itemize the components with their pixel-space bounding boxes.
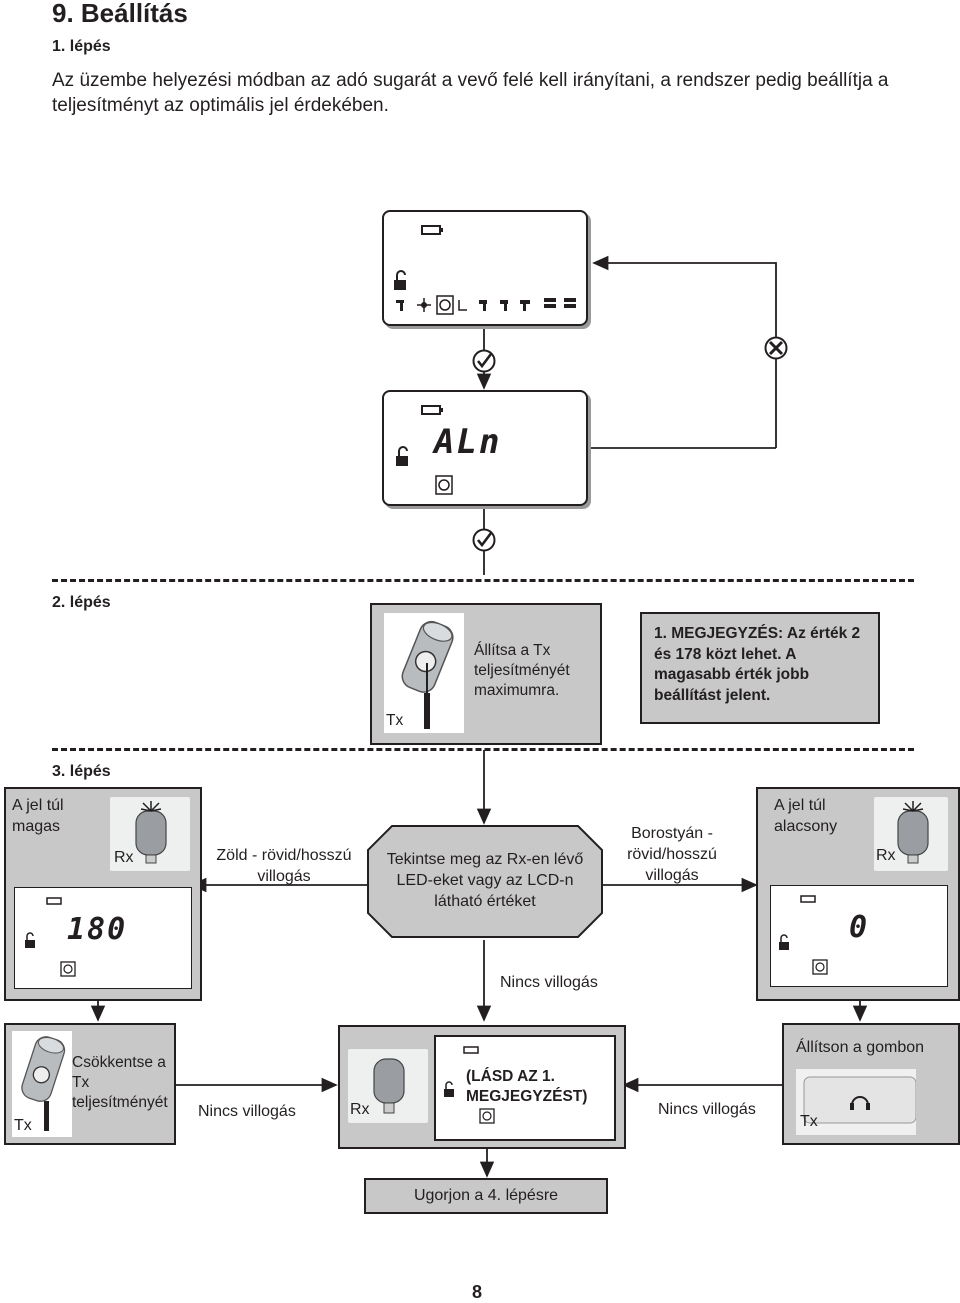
signal-too-high-title: A jel túl magas [12,797,64,835]
tx-device-image: Tx [12,1031,72,1137]
adjust-knob-text: Állítson a gombon [796,1039,925,1056]
signal-too-high-box: A jel túl magas Rx 180 [4,787,202,1001]
step2-instruction-box: Tx Állítsa a Tx teljesítményét maximumra… [370,603,602,745]
lcd-low-icons [779,895,828,975]
lcd-low-value: 0 [849,910,870,945]
tx-label: Tx [386,712,404,729]
no-flash-left-text: Nincs villogás [198,1103,296,1120]
step1-label: 1. lépés [52,38,111,55]
adjust-knob-box: Állítson a gombon Tx [782,1023,960,1145]
rx-device-illustration [135,801,167,864]
lcd-high-screen: 180 [14,887,192,989]
note-box: 1. MEGJEGYZÉS: Az érték 2 és 178 közt le… [640,612,880,724]
lcd-align-value: ALn [434,422,502,462]
lcd-align-icons [396,405,453,495]
lcd-high-icons [25,897,76,977]
section-divider [52,748,914,751]
tx-device-image: Tx [384,613,464,733]
check-circle-icon [472,349,496,373]
tx-label: Tx [800,1113,818,1130]
rx-label: Rx [876,847,896,864]
no-flash-right-text: Nincs villogás [658,1101,756,1118]
tx-knob-illustration [803,1076,916,1124]
lcd-note-screen: (LÁSD AZ 1. MEGJEGYZÉST) [434,1035,616,1141]
tx-knob-image: Tx [796,1069,916,1135]
check-rx-octagon: Tekintse meg az Rx-en lévő LED-eket vagy… [366,824,604,939]
rx-device-image: Rx [348,1049,428,1123]
amber-flash-text: Borostyán - rövid/hosszú villogás [627,825,717,884]
tx-label: Tx [14,1117,32,1134]
section-divider [52,579,914,582]
rx-device-image: Rx [110,797,190,871]
lcd-low-screen: 0 [770,885,948,987]
lcd-menu-screen [382,210,588,326]
intro-paragraph: Az üzembe helyezési módban az adó sugará… [52,70,889,116]
step2-label: 2. lépés [52,594,111,611]
green-flash-text: Zöld - rövid/hosszú villogás [216,847,352,885]
rx-device-illustration [373,1058,405,1114]
step2-instruction-text: Állítsa a Tx teljesítményét maximumra. [474,642,570,699]
signal-too-low-box: A jel túl alacsony Rx 0 [756,787,960,1001]
signal-too-low-title: A jel túl alacsony [774,797,838,835]
tx-device-illustration [21,1036,66,1131]
rx-label: Rx [114,849,134,866]
see-note-text: (LÁSD AZ 1. MEGJEGYZÉST) [466,1068,588,1105]
decrease-tx-text: Csökkentse a Tx teljesítményét [72,1054,168,1111]
lcd-align-screen: ALn [382,390,588,506]
check-circle-icon [472,528,496,552]
page-title: 9. Beállítás [52,0,188,28]
rx-device-illustration [897,801,929,864]
check-rx-text: Tekintse meg az Rx-en lévő LED-eket vagy… [386,851,584,910]
lcd-menu-icons [394,225,576,315]
note-reference-box: Rx (LÁSD AZ 1. MEGJEGYZÉST) [338,1025,626,1149]
cross-circle-icon [764,336,788,360]
lcd-high-value: 180 [67,912,128,947]
tx-device-illustration [384,613,464,733]
rx-label: Rx [350,1101,370,1118]
lcd-note-icons [444,1046,495,1124]
note-text: 1. MEGJEGYZÉS: Az érték 2 és 178 közt le… [654,625,861,704]
step3-label: 3. lépés [52,763,111,780]
octagon-shape [367,825,603,938]
rx-device-image: Rx [874,797,948,871]
jump-step4-text: Ugorjon a 4. lépésre [413,1187,559,1204]
no-flash-center-text: Nincs villogás [500,974,598,991]
page-number: 8 [472,1282,483,1302]
decrease-tx-box: Tx Csökkentse a Tx teljesítményét [4,1023,176,1145]
jump-step4-box: Ugorjon a 4. lépésre [364,1178,608,1214]
